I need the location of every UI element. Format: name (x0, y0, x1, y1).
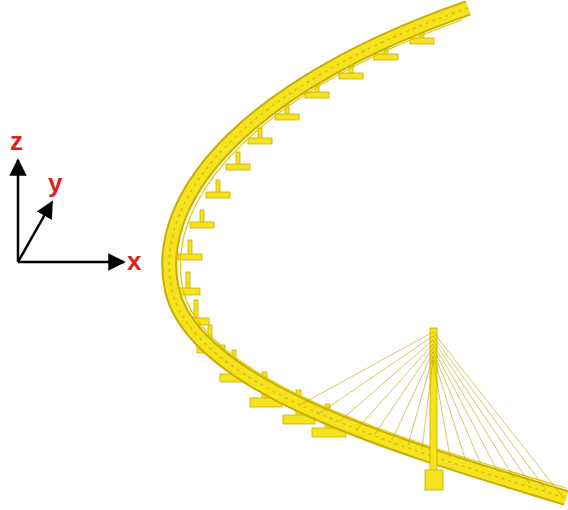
axis-label: z (10, 128, 23, 154)
bridge-deck (169, 8, 566, 498)
axis-label: y (48, 170, 62, 196)
stay-cables (300, 332, 562, 496)
pylon (425, 328, 443, 490)
axis-label: x (127, 248, 141, 274)
axis-triad (18, 160, 124, 262)
